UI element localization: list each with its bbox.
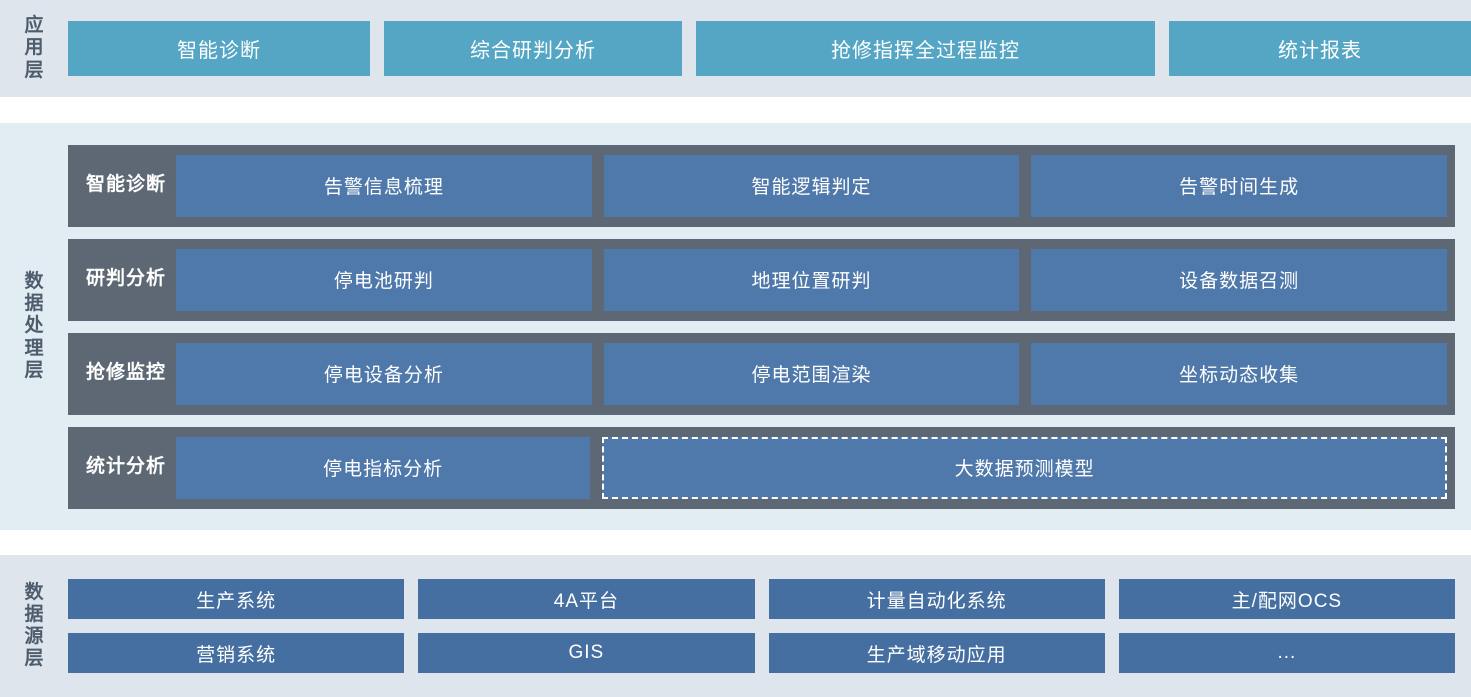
- app-item-statistical-report[interactable]: 统计报表: [1169, 21, 1471, 76]
- processing-row-boxes: 停电池研判 地理位置研判 设备数据召测: [176, 248, 1448, 311]
- application-layer-items: 智能诊断 综合研判分析 抢修指挥全过程监控 统计报表: [68, 0, 1471, 97]
- processing-row-boxes: 停电指标分析 大数据预测模型: [176, 436, 1447, 499]
- processing-row-boxes: 告警信息梳理 智能逻辑判定 告警时间生成: [176, 154, 1448, 217]
- processing-box-outage-device-analysis[interactable]: 停电设备分析: [176, 342, 592, 405]
- application-layer-label-text: 应用层: [24, 15, 44, 81]
- processing-row-boxes: 停电设备分析 停电范围渲染 坐标动态收集: [176, 342, 1448, 405]
- source-item-gis[interactable]: GIS: [418, 633, 755, 673]
- processing-box-outage-index-analysis[interactable]: 停电指标分析: [176, 436, 591, 499]
- source-item-production-mobile-app[interactable]: 生产域移动应用: [768, 633, 1105, 673]
- data-processing-rows: 智能诊断 告警信息梳理 智能逻辑判定 告警时间生成 研判分析 停电池研判 地理位…: [68, 123, 1471, 530]
- source-item-production-system[interactable]: 生产系统: [68, 579, 405, 619]
- processing-row-repair-monitoring: 抢修监控 停电设备分析 停电范围渲染 坐标动态收集: [68, 332, 1455, 415]
- source-item-more[interactable]: ...: [1118, 633, 1455, 673]
- processing-box-coordinate-dynamic-collection[interactable]: 坐标动态收集: [1031, 342, 1448, 405]
- processing-box-geographic-location-judgment[interactable]: 地理位置研判: [603, 248, 1020, 311]
- data-source-grid: 生产系统 4A平台 计量自动化系统 主/配网OCS 营销系统 GIS 生产域移动…: [68, 555, 1471, 697]
- processing-box-device-data-measurement[interactable]: 设备数据召测: [1031, 248, 1448, 311]
- processing-row-label: 统计分析: [85, 456, 166, 478]
- processing-row-intelligent-diagnosis: 智能诊断 告警信息梳理 智能逻辑判定 告警时间生成: [68, 144, 1455, 227]
- processing-row-statistical-analysis: 统计分析 停电指标分析 大数据预测模型: [68, 426, 1455, 509]
- source-item-metering-automation-system[interactable]: 计量自动化系统: [768, 579, 1105, 619]
- data-processing-layer-band: 数据处理层 智能诊断 告警信息梳理 智能逻辑判定 告警时间生成 研判分析 停电池…: [0, 123, 1471, 530]
- data-source-layer-label-text: 数据源层: [24, 581, 44, 670]
- source-item-main-distribution-ocs[interactable]: 主/配网OCS: [1118, 579, 1455, 619]
- processing-row-judgment-analysis: 研判分析 停电池研判 地理位置研判 设备数据召测: [68, 238, 1455, 321]
- source-item-4a-platform[interactable]: 4A平台: [418, 579, 755, 619]
- data-source-row: 营销系统 GIS 生产域移动应用 ...: [68, 633, 1455, 673]
- processing-row-label: 研判分析: [85, 268, 166, 290]
- processing-box-intelligent-logic-judgment[interactable]: 智能逻辑判定: [603, 154, 1020, 217]
- app-item-intelligent-diagnosis[interactable]: 智能诊断: [68, 21, 370, 76]
- application-layer-band: 应用层 智能诊断 综合研判分析 抢修指挥全过程监控 统计报表: [0, 0, 1471, 97]
- processing-box-outage-scope-rendering[interactable]: 停电范围渲染: [603, 342, 1020, 405]
- processing-box-alarm-info-sorting[interactable]: 告警信息梳理: [176, 154, 592, 217]
- source-item-marketing-system[interactable]: 营销系统: [68, 633, 405, 673]
- processing-row-label: 抢修监控: [85, 362, 166, 384]
- app-item-comprehensive-analysis[interactable]: 综合研判分析: [384, 21, 682, 76]
- processing-row-label: 智能诊断: [85, 174, 166, 196]
- data-source-row: 生产系统 4A平台 计量自动化系统 主/配网OCS: [68, 579, 1455, 619]
- data-source-layer-label: 数据源层: [0, 555, 68, 697]
- application-layer-label: 应用层: [0, 0, 68, 97]
- data-processing-layer-label: 数据处理层: [0, 123, 68, 530]
- data-processing-layer-label-text: 数据处理层: [24, 270, 44, 381]
- processing-box-outage-pool-judgment[interactable]: 停电池研判: [176, 248, 592, 311]
- app-item-repair-monitoring[interactable]: 抢修指挥全过程监控: [696, 21, 1155, 76]
- data-source-layer-band: 数据源层 生产系统 4A平台 计量自动化系统 主/配网OCS 营销系统 GIS …: [0, 555, 1471, 697]
- processing-box-alarm-time-generation[interactable]: 告警时间生成: [1031, 154, 1448, 217]
- processing-box-big-data-prediction-model[interactable]: 大数据预测模型: [602, 436, 1447, 499]
